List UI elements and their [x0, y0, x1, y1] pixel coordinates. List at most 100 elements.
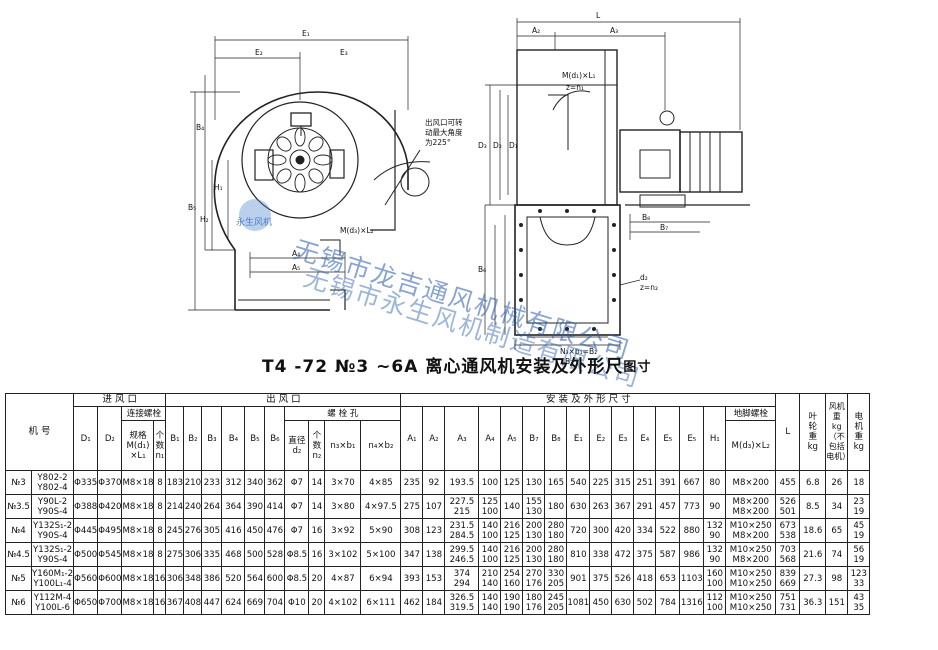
cell-a3: 193.5 — [444, 470, 480, 495]
cell-a1: 393 — [400, 566, 424, 591]
cell-d2: Φ7 — [284, 518, 310, 543]
cell-mot: 45 19 — [847, 518, 871, 543]
header-b7: B₇ — [522, 406, 546, 471]
cell-d2: Φ370 — [97, 470, 123, 495]
cell-e4: 418 — [633, 566, 657, 591]
label-d2-hole: d₂ — [640, 273, 648, 282]
cell-b8: 165 — [544, 470, 568, 495]
label-z-n2: z=n₂ — [640, 283, 658, 292]
svg-text:永生风机: 永生风机 — [236, 216, 272, 228]
cell-no: №4.5 — [5, 542, 32, 567]
cell-e2: 263 — [589, 494, 613, 519]
cell-d2: Φ600 — [97, 566, 123, 591]
cell-spec: M8×18 — [121, 470, 155, 495]
header-e3: E₃ — [611, 406, 635, 471]
cell-anchor: M10×250 M8×200 — [725, 518, 777, 543]
cell-l: 455 — [775, 470, 801, 495]
cell-b4: 624 — [221, 590, 246, 615]
cell-n1: 8 — [153, 470, 167, 495]
cell-e2: 450 — [589, 590, 613, 615]
cell-d2: Φ8.5 — [284, 542, 310, 567]
cell-a3: 374 294 — [444, 566, 480, 591]
header-e5b: E₅ — [679, 406, 705, 471]
cell-b3: 233 — [201, 470, 223, 495]
header-anchor-spec: M(d₃)×L₂ — [725, 420, 777, 471]
cell-l: 839 669 — [775, 566, 801, 591]
cell-a5: 140 — [500, 494, 524, 519]
cell-n3b1: 3×70 — [324, 470, 362, 495]
cell-d2: Φ7 — [284, 494, 310, 519]
cell-n2: 16 — [308, 518, 326, 543]
header-impeller-weight: 叶 轮 重 kg — [799, 393, 827, 471]
cell-n3b1: 4×102 — [324, 590, 362, 615]
title-suffix: 图寸 — [623, 359, 652, 375]
header-model: 机 号 — [4, 393, 75, 471]
cell-e6: 880 — [679, 518, 705, 543]
cell-spec: M8×18 — [121, 518, 155, 543]
cell-n1: 8 — [153, 518, 167, 543]
label-bolt-top-z: z=n₁ — [566, 83, 584, 92]
cell-a4: 100 — [478, 470, 502, 495]
cell-e6: 667 — [679, 470, 705, 495]
cell-b6: 476 — [264, 518, 286, 543]
header-e1: E₁ — [566, 406, 591, 471]
cell-a2: 92 — [422, 470, 446, 495]
cell-spec: M8×18 — [121, 542, 155, 567]
cell-d1: Φ445 — [73, 518, 99, 543]
cell-b3: 447 — [201, 590, 223, 615]
label-n3xb1: N₃×b₁=B₂ — [560, 347, 597, 356]
label-b6: B₆ — [478, 265, 486, 274]
cell-a1: 275 — [400, 494, 424, 519]
cell-a4: 140 140 — [478, 590, 502, 615]
cell-a4: 140 100 — [478, 542, 502, 567]
cell-e4: 502 — [633, 590, 657, 615]
cell-n1: 16 — [153, 566, 167, 591]
cell-h1: 132 90 — [703, 542, 727, 567]
cell-b8: 245 205 — [544, 590, 568, 615]
cell-mot: 23 19 — [847, 494, 871, 519]
cell-e1: 720 — [566, 518, 591, 543]
label-b3: B₃ — [565, 357, 573, 366]
header-d1: D₁ — [73, 406, 99, 471]
header-anchor: 地脚螺栓 — [725, 406, 777, 421]
cell-n4b2: 5×90 — [360, 518, 402, 543]
cell-e4: 334 — [633, 518, 657, 543]
cell-anchor: M10×250 M8×200 — [725, 542, 777, 567]
cell-e3: 315 — [611, 470, 635, 495]
fan-outline-drawing: E₁ E₂ E₃ B₄ B₅ H₁ H₂ A₄ A₅ M(d₃)×L₂ L A₂… — [188, 11, 750, 366]
cell-a3: 326.5 319.5 — [444, 590, 480, 615]
label-bolt-top: M(d₁)×L₁ — [562, 71, 596, 80]
cell-fan: 34 — [825, 494, 849, 519]
cell-b2: 240 — [183, 494, 203, 519]
cell-a5: 216 125 — [500, 542, 524, 567]
cell-n2: 14 — [308, 470, 326, 495]
cell-motor: Y90L-2 Y90S-4 — [30, 494, 75, 519]
cell-no: №4 — [5, 518, 32, 543]
cell-e4: 291 — [633, 494, 657, 519]
cell-b7: 200 130 — [522, 542, 546, 567]
cell-a2: 138 — [422, 542, 446, 567]
cell-n4b2: 4×97.5 — [360, 494, 402, 519]
cell-anchor: M10×250 M10×250 — [725, 566, 777, 591]
cell-b7: 200 130 — [522, 518, 546, 543]
cell-b7: 130 — [522, 470, 546, 495]
header-n3b1: n₃×b₁ — [324, 420, 362, 471]
header-install: 安 装 及 外 形 尺 寸 — [400, 393, 777, 407]
cell-b2: 276 — [183, 518, 203, 543]
cell-a5: 125 — [500, 470, 524, 495]
cell-motor: Y132S₁-2 Y90S-4 — [30, 542, 75, 567]
spec-table: 机 号 进 风 口 出 风 口 安 装 及 外 形 尺 寸 L 叶 轮 重 kg… — [4, 393, 871, 615]
header-a5: A₅ — [500, 406, 524, 471]
cell-e3: 420 — [611, 518, 635, 543]
header-b4: B₄ — [221, 406, 246, 471]
cell-spec: M8×18 — [121, 566, 155, 591]
cell-b5: 564 — [244, 566, 266, 591]
cell-a3: 299.5 246.5 — [444, 542, 480, 567]
cell-e5: 391 — [655, 470, 681, 495]
cell-anchor: M10×250 M10×250 — [725, 590, 777, 615]
cell-d1: Φ500 — [73, 542, 99, 567]
cell-b5: 450 — [244, 518, 266, 543]
header-a2: A₂ — [422, 406, 446, 471]
